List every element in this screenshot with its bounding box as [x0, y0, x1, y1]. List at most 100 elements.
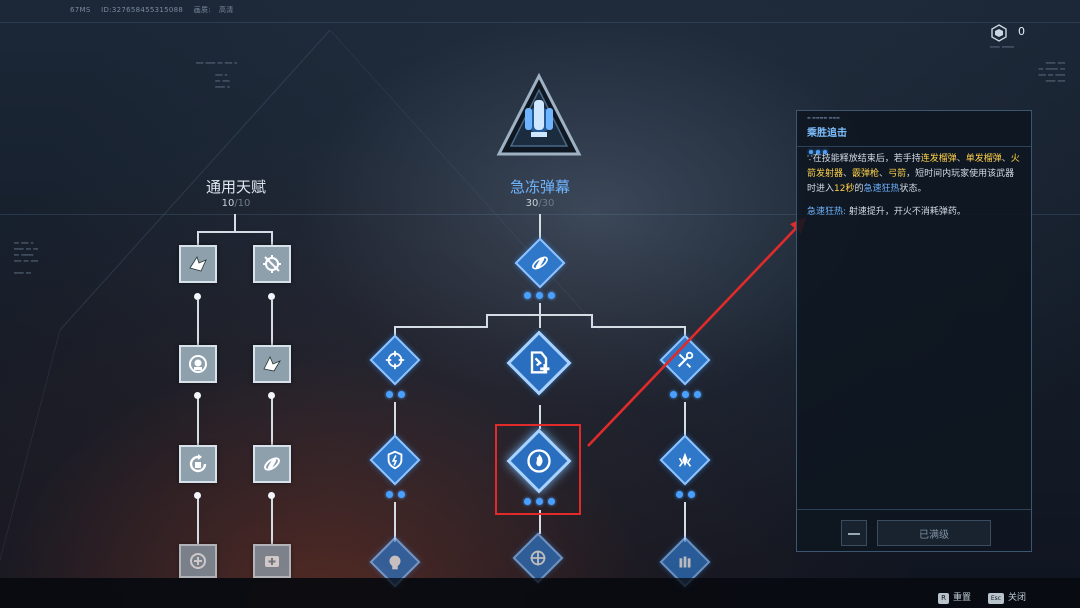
node-level-dot [194, 392, 201, 399]
connector [394, 502, 396, 542]
effect-description: 急速狂热: 射速提升，开火不消耗弹药。 [807, 205, 1021, 220]
main-talent-node[interactable] [506, 330, 572, 396]
background-deco-text: ▬▬ ▬▬▬ ▬▬▬▬▬ ▬▬ ▬▬▬▬ ▬▬▬▬▬▬▬▬ ▬▬ ▬▬▬▬▬▬▬… [14, 240, 39, 275]
background-deco-text-2: ▬▬▬ ▬▬▬▬ ▬▬ ▬▬▬ ▬ ▬▬▬ ▬ ▬▬ ▬▬▬ ▬▬▬▬ ▬ [196, 60, 237, 89]
general-points-max: /10 [234, 198, 251, 209]
main-talent-node[interactable] [369, 334, 421, 386]
node-level-dot [548, 292, 555, 299]
effect-name: 急速狂热: [807, 207, 847, 217]
top-divider-line [0, 22, 1080, 23]
main-talent-node[interactable] [659, 334, 711, 386]
connector [197, 300, 199, 345]
general-talent-node[interactable] [179, 345, 217, 383]
main-points-max: /30 [538, 198, 555, 209]
node-level-dot [268, 293, 275, 300]
skill-description: ∵在技能释放结束后，若手持连发榴弹、单发榴弹、火箭发射器、霰弹枪、弓箭，短时间内… [807, 152, 1021, 197]
node-level-dot [688, 491, 695, 498]
duration: 12秒 [834, 184, 855, 194]
main-talent-node[interactable] [512, 532, 564, 584]
talent-detail-panel: ▬ ▬▬▬▬ ▬▬▬ 乘胜追击 ∵在技能释放结束后，若手持连发榴弹、单发榴弹、火… [796, 110, 1032, 552]
player-id: ID:327658455315088 [101, 6, 184, 14]
target-head-icon [189, 355, 207, 373]
decrease-level-button[interactable] [841, 520, 867, 546]
currency-value: 0 [1018, 25, 1025, 38]
node-level-dot [548, 498, 555, 505]
effect-text: 射速提升，开火不消耗弹药。 [848, 207, 966, 217]
sep-1: 、 [956, 154, 966, 164]
close-key: Esc [988, 593, 1004, 604]
main-talent-node[interactable] [514, 237, 566, 289]
desc-prefix: ∵在技能释放结束后，若手持 [807, 154, 921, 164]
medkit-icon [265, 556, 279, 567]
desc-suffix: 状态。 [899, 184, 927, 194]
node-level-dot [524, 292, 531, 299]
tools-icon [677, 351, 694, 368]
main-talent-node[interactable] [659, 434, 711, 486]
desc-of: 的 [854, 184, 864, 194]
shark-icon [263, 356, 281, 372]
orbit-missile-icon [264, 457, 280, 471]
connector [197, 498, 199, 544]
close-label: 关闭 [1008, 593, 1027, 603]
shield-cross-icon [190, 553, 206, 569]
skill-name: 乘胜追击 [807, 128, 847, 139]
connector [486, 314, 488, 326]
flame-target-icon [527, 449, 551, 473]
reload-icon [189, 454, 207, 473]
main-talent-node[interactable] [369, 434, 421, 486]
node-level-dot [194, 492, 201, 499]
general-talent-node[interactable] [253, 345, 291, 383]
main-talent-node[interactable] [369, 536, 421, 588]
sep-4: 、 [879, 169, 889, 179]
node-level-dot [682, 391, 689, 398]
sep-3: 、 [843, 169, 853, 179]
general-talent-node[interactable] [179, 245, 217, 283]
connector [539, 510, 541, 534]
general-talent-node[interactable] [253, 245, 291, 283]
reset-label: 重置 [953, 593, 972, 603]
weapon-1: 连发榴弹 [920, 154, 957, 164]
main-talent-node[interactable] [659, 536, 711, 588]
general-talent-node[interactable] [253, 445, 291, 483]
node-level-dot [694, 391, 701, 398]
connector [271, 300, 273, 345]
weapon-4: 霰弹枪 [852, 169, 880, 179]
connector [684, 502, 686, 542]
fps-readout: 67MS [70, 6, 91, 14]
quality-label: 画质: [193, 6, 211, 14]
connector [684, 402, 686, 440]
connector [539, 214, 541, 244]
currency-deco: ▬▬▬▬ ▬▬▬▬▬ [990, 44, 1015, 49]
shield-bolt-icon [387, 450, 403, 470]
reset-hint[interactable]: R 重置 [938, 585, 971, 604]
general-talent-node[interactable] [253, 544, 291, 578]
currency-icon [990, 24, 1008, 46]
main-tree-points: 30/30 [480, 198, 600, 209]
connector [591, 326, 685, 328]
connector [271, 398, 273, 445]
connector [271, 231, 273, 245]
node-level-dot [524, 498, 531, 505]
general-talent-node[interactable] [179, 445, 217, 483]
annotation-highlight-box [495, 424, 581, 515]
weapon-2: 单发榴弹 [965, 154, 1002, 164]
node-level-dot [398, 391, 405, 398]
connector [394, 326, 488, 328]
close-hint[interactable]: Esc 关闭 [988, 585, 1026, 604]
crystal-icon [678, 452, 692, 467]
general-talent-node[interactable] [179, 544, 217, 578]
orbit-missile-icon [532, 256, 548, 270]
weapon-3: 火箭发射器 [807, 154, 1020, 179]
node-level-dot [386, 491, 393, 498]
node-level-dot [398, 491, 405, 498]
reset-key: R [938, 593, 949, 604]
panel-footer-divider [797, 509, 1031, 510]
sep-2: 、 [1001, 154, 1011, 164]
node-level-dot [268, 392, 275, 399]
selected-talent-node[interactable] [506, 428, 572, 494]
background-deco-text-3: ▬▬▬▬ ▬▬▬▬▬ ▬▬▬▬▬ ▬▬▬▬▬ ▬▬ ▬▬▬▬▬▬▬▬ ▬▬▬ [1038, 60, 1066, 83]
node-level-dot [676, 491, 683, 498]
node-level-dot [268, 492, 275, 499]
max-level-button[interactable]: 已满级 [877, 520, 991, 546]
